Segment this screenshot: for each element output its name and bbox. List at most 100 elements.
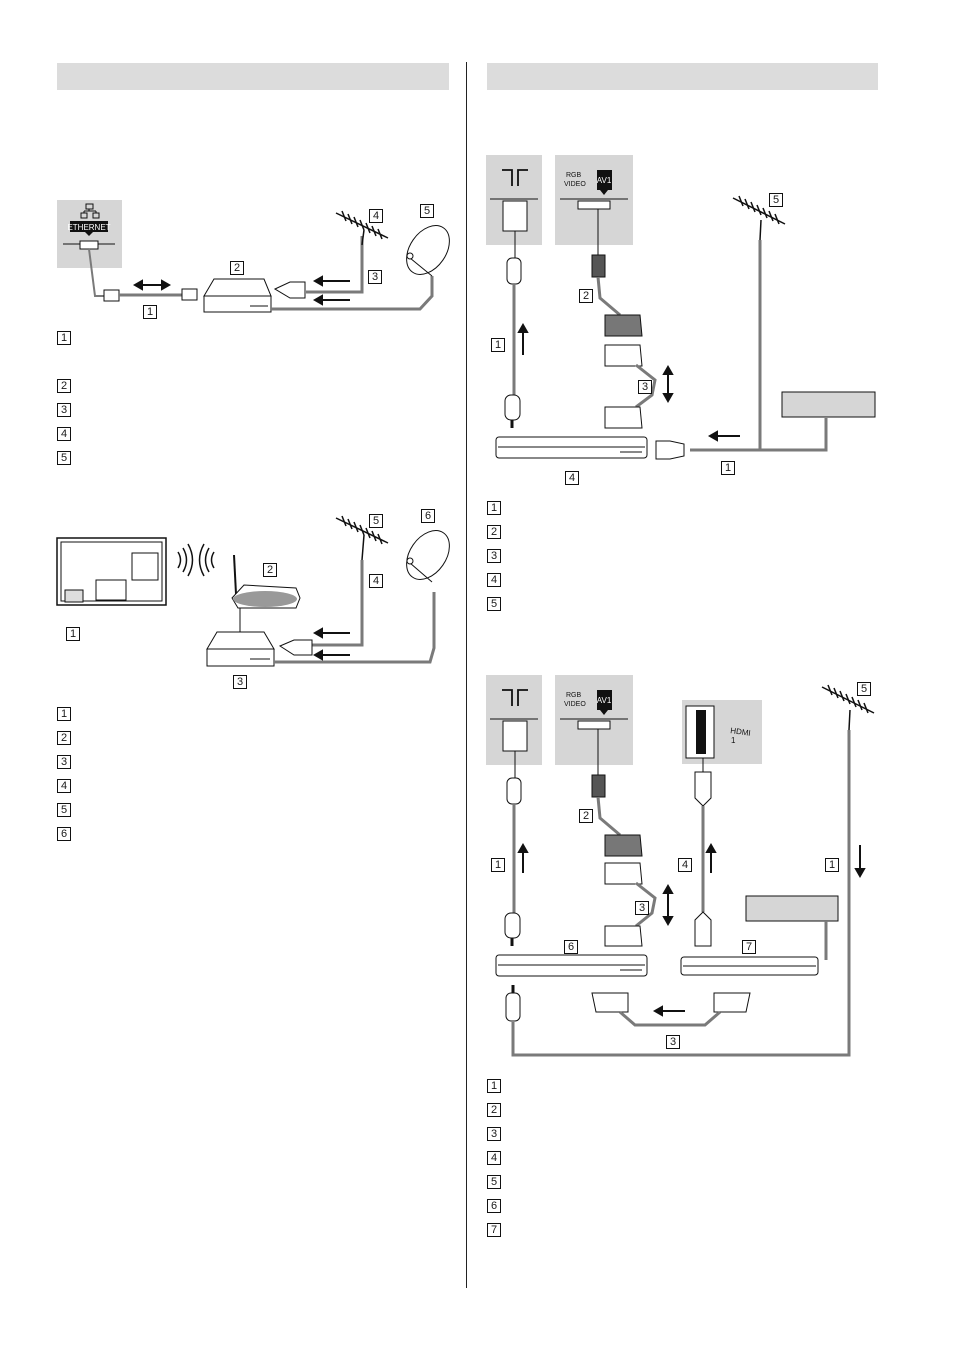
av1-label: AV1	[597, 696, 612, 705]
hdmi-label: HDMI	[730, 726, 752, 738]
rf-plug-loop	[505, 992, 521, 1022]
marker-1: 1	[143, 305, 157, 319]
legend-item: 2	[487, 1103, 501, 1117]
arrow-up-icon	[705, 842, 717, 873]
marker-5: 5	[420, 204, 434, 218]
legend-item: 4	[57, 427, 71, 441]
marker-6: 6	[421, 509, 435, 523]
scart-plug-mid	[604, 862, 643, 885]
marker-5: 5	[857, 682, 871, 696]
legend-item: 5	[487, 1175, 501, 1189]
aerial-socket-icon	[502, 169, 528, 186]
set-top-box	[781, 391, 876, 418]
video-label: VIDEO	[564, 701, 586, 708]
marker-2: 2	[230, 261, 244, 275]
marker-1: 1	[491, 858, 505, 872]
marker-2: 2	[579, 289, 593, 303]
marker-3b: 3	[666, 1035, 680, 1049]
legend-item: 4	[487, 573, 501, 587]
av-recorder-legend: 1 2 3 4 5	[487, 501, 501, 621]
marker-4: 4	[369, 209, 383, 223]
hdmi-number: 1	[731, 736, 736, 745]
tv-rear-icon	[56, 537, 167, 606]
marker-3: 3	[638, 380, 652, 394]
legend-item: 3	[57, 403, 71, 417]
set-top-box-icon	[206, 631, 275, 667]
legend-item: 3	[57, 755, 71, 769]
wireless-signal-icon	[177, 543, 215, 577]
scart-plug-left	[591, 992, 629, 1013]
arrow-left-icon	[707, 430, 740, 442]
network-icon	[80, 203, 100, 219]
bidirectional-arrow-icon	[132, 279, 172, 291]
wireless-router-icon	[231, 554, 301, 609]
legend-item: 1	[487, 1079, 501, 1093]
set-top-box-icon	[680, 956, 819, 976]
satellite-dish-icon	[406, 225, 450, 277]
marker-1b: 1	[825, 858, 839, 872]
scart-plug-right	[713, 992, 751, 1013]
aerial-antenna-icon	[732, 195, 786, 241]
legend-item: 2	[487, 525, 501, 539]
scart-plug-top	[604, 834, 643, 857]
hdmi-plug-top	[694, 771, 712, 807]
marker-5: 5	[769, 193, 783, 207]
legend-item: 2	[57, 379, 71, 393]
aerial-antenna-icon	[335, 210, 389, 246]
legend-item: 2	[57, 731, 71, 745]
ethernet-label: ETHERNET	[67, 223, 110, 232]
set-top-box-icon	[203, 278, 272, 313]
arrow-left-icon	[652, 1005, 685, 1017]
wireless-lan-legend: 1 2 3 4 5 6	[57, 707, 71, 851]
arrow-left-icon	[312, 627, 350, 661]
marker-3: 3	[368, 270, 382, 284]
aerial-socket-icon	[502, 689, 528, 706]
legend-item: 5	[487, 597, 501, 611]
legend-item: 1	[57, 331, 71, 345]
rf-plug-icon	[278, 639, 313, 656]
arrow-left-icon	[312, 275, 350, 306]
marker-3: 3	[233, 675, 247, 689]
recorder-icon	[495, 436, 648, 459]
arrow-up-icon	[517, 842, 529, 873]
recorder-icon	[495, 954, 648, 977]
aerial-antenna-icon	[335, 515, 389, 561]
scart-port-panel	[555, 155, 633, 245]
section-header-right	[487, 63, 878, 90]
scart-plug-bottom	[604, 925, 643, 947]
legend-item: 1	[57, 707, 71, 721]
legend-item: 5	[57, 451, 71, 465]
scart-plug-top	[604, 314, 643, 337]
legend-item: 6	[487, 1199, 501, 1213]
marker-4: 4	[369, 574, 383, 588]
marker-5: 5	[369, 514, 383, 528]
legend-item: 5	[57, 803, 71, 817]
marker-3: 3	[635, 901, 649, 915]
rf-plug-top	[506, 777, 522, 805]
arrow-down-icon	[854, 845, 866, 879]
scart-port-panel	[555, 675, 633, 765]
rf-plug-icon	[273, 281, 306, 299]
column-divider	[466, 62, 467, 1288]
marker-6: 6	[564, 940, 578, 954]
rf-plug-icon	[655, 440, 685, 460]
legend-item: 4	[487, 1151, 501, 1165]
av-recorder-settop-legend: 1 2 3 4 5 6 7	[487, 1079, 501, 1247]
marker-1b: 1	[721, 461, 735, 475]
legend-item: 3	[487, 1127, 501, 1141]
section-header-left	[57, 63, 449, 90]
marker-4: 4	[565, 471, 579, 485]
legend-item: 7	[487, 1223, 501, 1237]
rgb-label: RGB	[566, 692, 582, 699]
rgb-label: RGB	[566, 172, 582, 179]
wired-lan-legend: 1 2 3 4 5	[57, 331, 71, 475]
marker-1: 1	[66, 627, 80, 641]
bidirectional-arrow-icon	[662, 364, 674, 404]
marker-2: 2	[579, 809, 593, 823]
lan-plug-right	[181, 288, 198, 301]
scart-plug-mid	[604, 344, 643, 367]
legend-item: 6	[57, 827, 71, 841]
